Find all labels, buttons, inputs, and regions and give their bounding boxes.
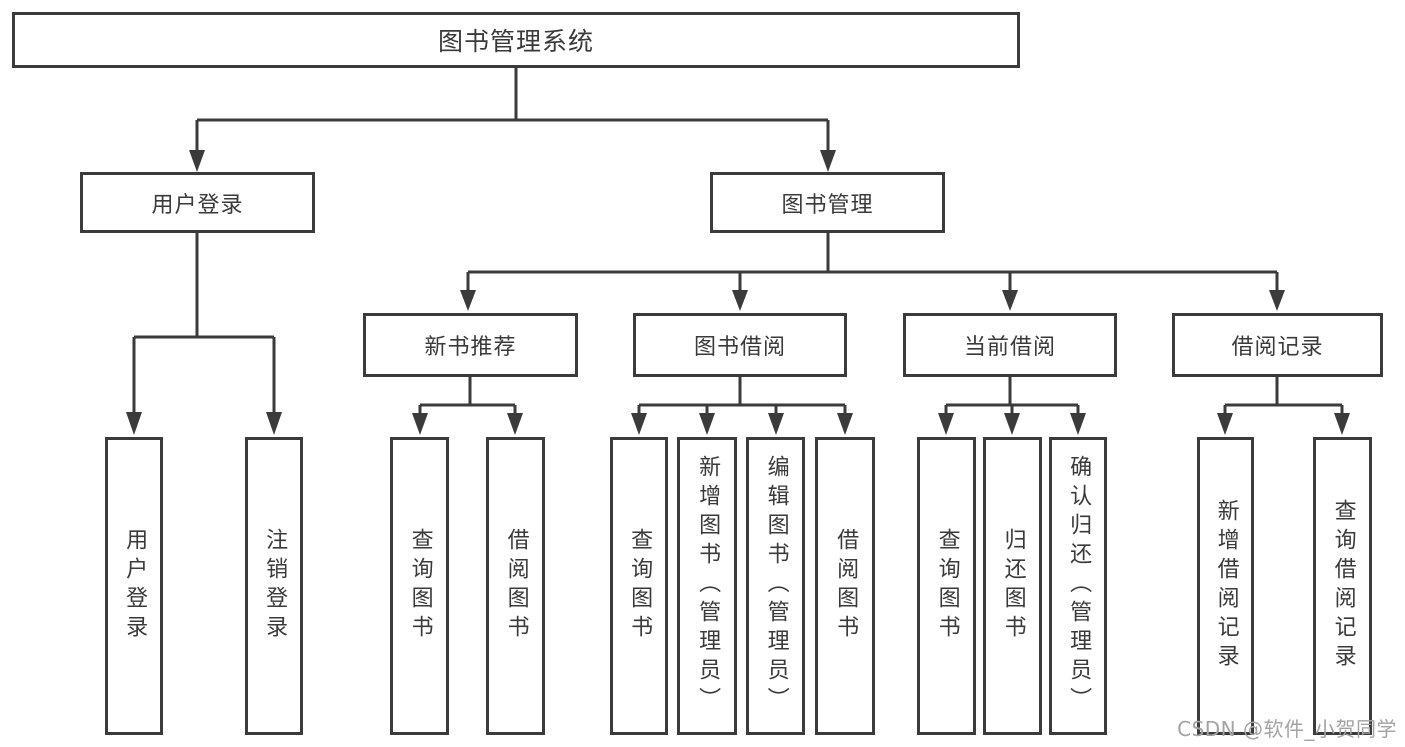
node-label: 用户登录 [122, 527, 148, 645]
node-library-management-system: 图书管理系统 [12, 12, 1020, 68]
node-label: 新书推荐 [424, 335, 517, 360]
leaf-borrow-query: 查询图书 [610, 437, 668, 735]
node-label: 新增图书（管理员） [695, 455, 721, 717]
node-label: 编辑图书（管理员） [763, 455, 789, 717]
arrowhead-icon [1004, 413, 1020, 435]
arrowhead-icon [1070, 413, 1086, 435]
arrowhead-icon [1334, 413, 1350, 435]
leaf-borrow-add-book-admin: 新增图书（管理员） [677, 437, 737, 735]
leaf-current-query: 查询图书 [917, 437, 976, 735]
node-label: 注销登录 [262, 527, 288, 645]
arrowhead-icon [266, 412, 282, 435]
node-label: 查询借阅记录 [1330, 498, 1356, 674]
node-label: 查询图书 [627, 527, 653, 645]
node-label: 查询图书 [407, 527, 433, 645]
connector-line [1223, 377, 1344, 415]
leaf-newbook-borrow: 借阅图书 [486, 437, 545, 735]
arrowhead-icon [126, 412, 142, 435]
arrowhead-icon [507, 413, 523, 435]
leaf-logout: 注销登录 [245, 437, 303, 735]
node-user-login: 用户登录 [80, 172, 315, 233]
node-current-borrow: 当前借阅 [903, 313, 1117, 377]
arrowhead-icon [631, 413, 647, 435]
leaf-borrow-book: 借阅图书 [815, 437, 875, 735]
node-book-borrow: 图书借阅 [633, 313, 847, 377]
node-new-book-recommend: 新书推荐 [363, 313, 578, 377]
node-label: 图书借阅 [693, 335, 786, 360]
connector-borrow-record-branch [1217, 377, 1350, 435]
node-book-management: 图书管理 [710, 172, 945, 233]
connector-line [195, 68, 830, 152]
leaf-user-login: 用户登录 [105, 437, 163, 735]
node-borrow-record: 借阅记录 [1172, 313, 1383, 377]
connector-new-book-branch [412, 377, 523, 435]
node-label: 借阅图书 [833, 527, 859, 645]
connector-line [944, 377, 1080, 415]
leaf-query-borrow-record: 查询借阅记录 [1313, 437, 1372, 735]
arrowhead-icon [732, 290, 748, 311]
leaf-newbook-query: 查询图书 [390, 437, 449, 735]
arrowhead-icon [699, 413, 715, 435]
leaf-add-borrow-record: 新增借阅记录 [1197, 437, 1254, 735]
leaf-confirm-return-admin: 确认归还（管理员） [1049, 437, 1107, 735]
node-label: 确认归还（管理员） [1066, 455, 1092, 717]
connector-line [418, 377, 517, 415]
arrowhead-icon [460, 290, 476, 311]
connector-user-login-branch [126, 233, 282, 435]
csdn-watermark: CSDN @软件_小贺同学 [1177, 717, 1397, 741]
connector-line [466, 233, 1279, 292]
arrowhead-icon [938, 413, 954, 435]
node-label: 图书管理系统 [437, 27, 594, 56]
arrowhead-icon [768, 413, 784, 435]
node-label: 当前借阅 [963, 335, 1056, 360]
node-label: 新增借阅记录 [1213, 498, 1239, 674]
arrowhead-icon [820, 150, 836, 172]
connector-book-borrow-branch [631, 377, 853, 435]
node-label: 归还图书 [1000, 527, 1026, 645]
connector-book-management-branch [460, 233, 1285, 311]
connector-line [637, 377, 847, 415]
connector-current-borrow-branch [938, 377, 1086, 435]
arrowhead-icon [1217, 413, 1233, 435]
node-label: 查询图书 [934, 527, 960, 645]
connector-line [132, 233, 276, 414]
node-label: 借阅图书 [503, 527, 529, 645]
node-label: 图书管理 [781, 192, 874, 218]
arrowhead-icon [837, 413, 853, 435]
arrowhead-icon [189, 150, 205, 172]
leaf-borrow-edit-book-admin: 编辑图书（管理员） [746, 437, 805, 735]
arrowhead-icon [412, 413, 428, 435]
node-label: 用户登录 [151, 192, 244, 218]
arrowhead-icon [1269, 290, 1285, 311]
node-label: 借阅记录 [1231, 335, 1324, 360]
connector-root-to-level2 [189, 68, 836, 172]
leaf-return-book: 归还图书 [983, 437, 1042, 735]
arrowhead-icon [1002, 290, 1018, 311]
